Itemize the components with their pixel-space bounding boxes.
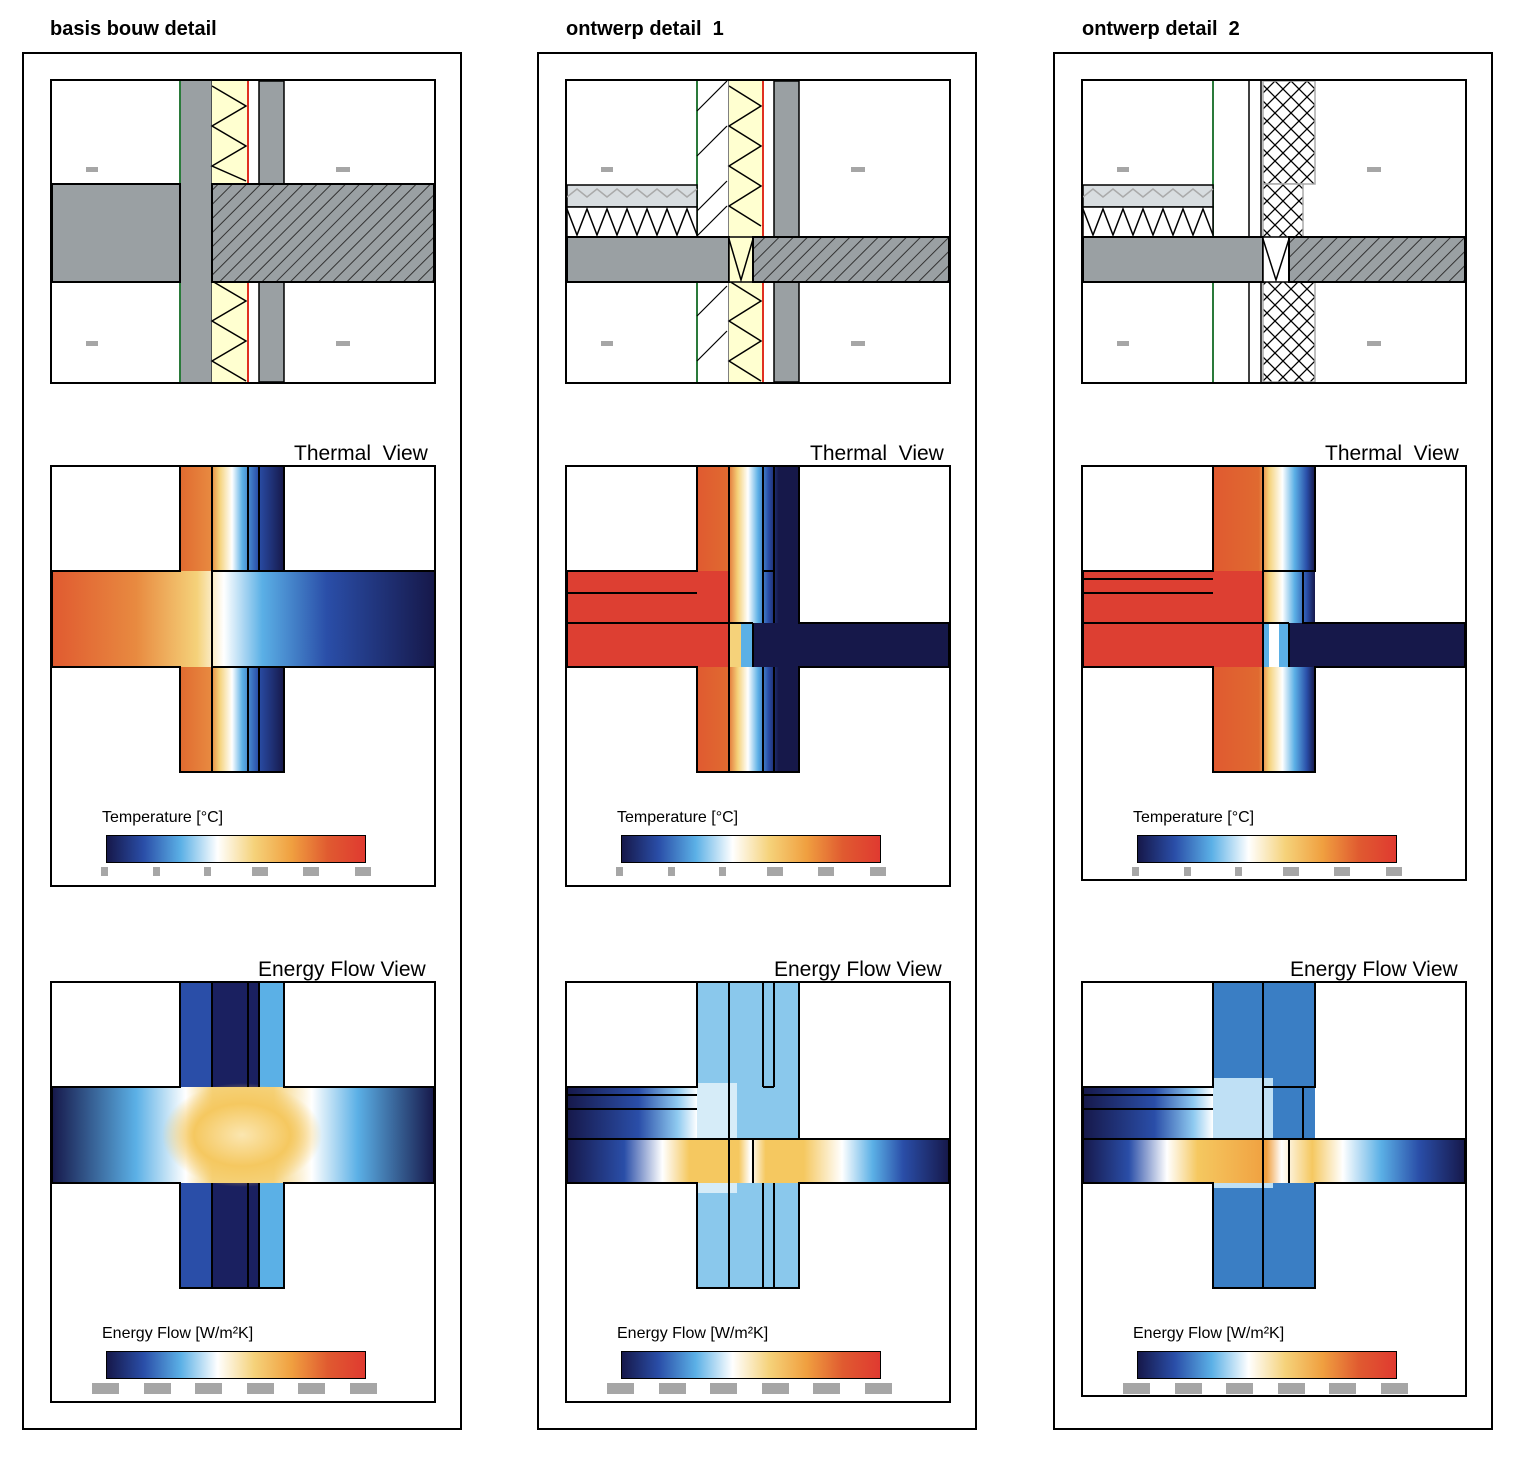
- column-title-ontwerp-2: ontwerp detail 2: [1082, 18, 1240, 40]
- panel-basis: [22, 52, 462, 1430]
- temperature-colorbar: [106, 835, 366, 863]
- energy-legend-title: Energy Flow [W/m²K]: [617, 1325, 769, 1342]
- thermal-view-basis: Temperature [°C]: [50, 465, 436, 887]
- temperature-colorbar: [1137, 835, 1397, 863]
- energy-view-ontwerp-2: Energy Flow [W/m²K]: [1081, 981, 1467, 1397]
- thermal-view-ontwerp-2: Temperature [°C]: [1081, 465, 1467, 881]
- column-title-ontwerp-1: ontwerp detail 1: [566, 18, 724, 40]
- temperature-legend-title: Temperature [°C]: [102, 809, 224, 826]
- construction-detail-ontwerp-2: [1081, 79, 1467, 384]
- energy-legend-title: Energy Flow [W/m²K]: [102, 1325, 254, 1342]
- temperature-legend-title: Temperature [°C]: [1133, 809, 1255, 826]
- thermal-view-ontwerp-1: Temperature [°C]: [565, 465, 951, 887]
- energy-colorbar: [1137, 1351, 1397, 1379]
- construction-detail-ontwerp-1: [565, 79, 951, 384]
- energy-view-basis: Energy Flow [W/m²K]: [50, 981, 436, 1403]
- panel-ontwerp-1: [537, 52, 977, 1430]
- temperature-colorbar: [621, 835, 881, 863]
- thermal-view-label: Thermal View: [294, 442, 428, 465]
- energy-view-label: Energy Flow View: [774, 958, 942, 981]
- thermal-view-label: Thermal View: [810, 442, 944, 465]
- temperature-legend-title: Temperature [°C]: [617, 809, 739, 826]
- energy-colorbar: [106, 1351, 366, 1379]
- thermal-view-label: Thermal View: [1325, 442, 1459, 465]
- energy-legend-title: Energy Flow [W/m²K]: [1133, 1325, 1285, 1342]
- energy-view-label: Energy Flow View: [1290, 958, 1458, 981]
- column-title-basis: basis bouw detail: [50, 18, 217, 40]
- energy-view-label: Energy Flow View: [258, 958, 426, 981]
- energy-view-ontwerp-1: Energy Flow [W/m²K]: [565, 981, 951, 1403]
- construction-detail-basis: [50, 79, 436, 384]
- panel-ontwerp-2: [1053, 52, 1493, 1430]
- energy-colorbar: [621, 1351, 881, 1379]
